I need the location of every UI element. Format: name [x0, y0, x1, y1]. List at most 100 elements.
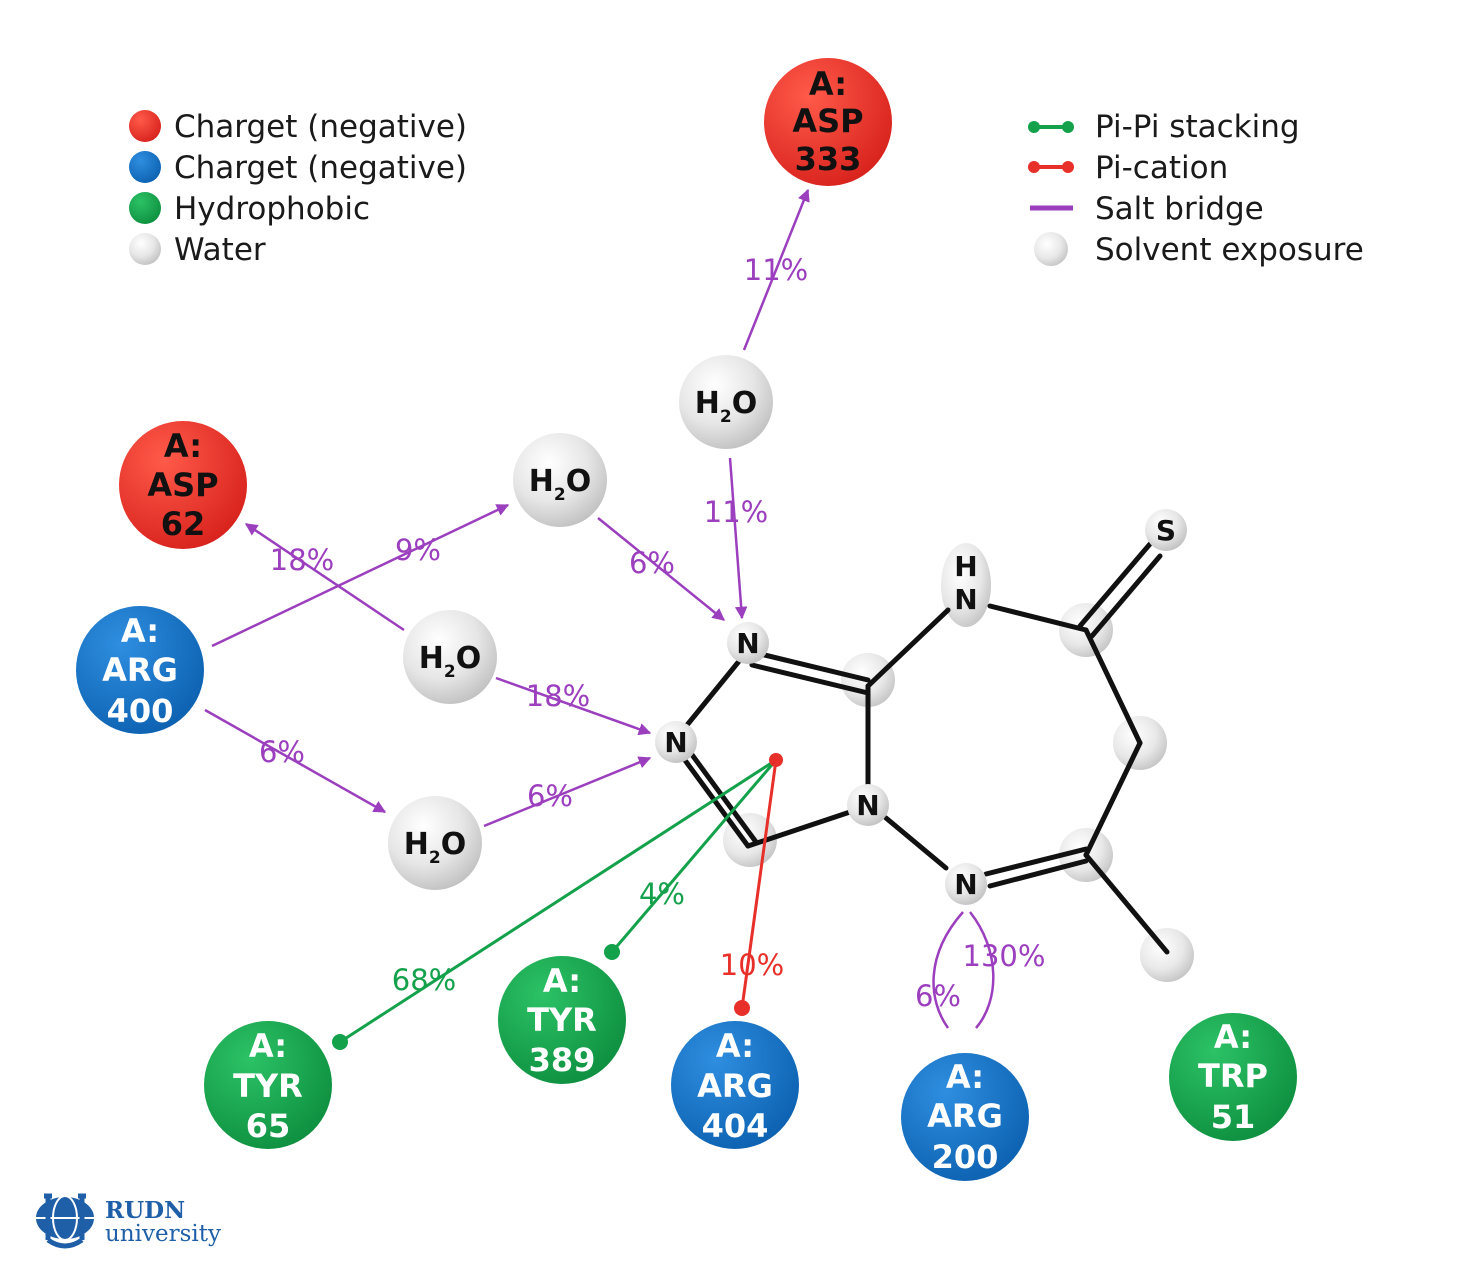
residue-number: 333: [795, 140, 862, 178]
legend-item-water: Water: [129, 232, 266, 268]
residue-number: 404: [702, 1107, 769, 1145]
water-o: O: [456, 641, 482, 676]
logo-line-1: RUDN: [105, 1197, 185, 1224]
pi-pi-endpoint: [332, 1034, 348, 1050]
residue-chain: A:: [946, 1058, 984, 1096]
residue-chain: A:: [543, 962, 581, 1000]
atom-label: N: [954, 868, 977, 901]
residue-number: 62: [161, 505, 206, 543]
residue-arg200: A: ARG 200: [901, 1053, 1029, 1181]
legend-left: Charget (negative) Charget (negative) Hy…: [129, 109, 467, 268]
residue-number: 65: [246, 1107, 291, 1145]
water-molecules: H2O H2O H2O H2O: [388, 355, 773, 890]
residue-number: 51: [1211, 1098, 1256, 1136]
water-o: O: [441, 827, 467, 862]
pi-cation-endpoint: [734, 1000, 750, 1016]
water-middle: H2O: [403, 610, 497, 704]
water-sub: 2: [554, 485, 566, 505]
legend-item-positive: Charget (negative): [129, 150, 467, 186]
legend-label-solvent: Solvent exposure: [1095, 232, 1364, 268]
legend-label-negative: Charget (negative): [174, 109, 467, 145]
residue-name: ARG: [927, 1097, 1003, 1135]
water-h: H: [419, 641, 444, 676]
residue-trp51: A: TRP 51: [1169, 1013, 1297, 1141]
hbond-line: [728, 457, 748, 620]
pct-label: 11%: [704, 495, 768, 529]
residue-tyr389: A: TYR 389: [498, 956, 626, 1084]
pct-label: 6%: [527, 779, 573, 813]
atom-s: S: [1145, 509, 1187, 551]
legend-right: Pi-Pi stacking Pi-cation Salt bridge Sol…: [1028, 109, 1364, 268]
atom-label: H: [954, 550, 977, 583]
legend-label-pi-pi: Pi-Pi stacking: [1095, 109, 1300, 145]
atom-label: N: [856, 789, 879, 822]
water-upper: H2O: [513, 433, 607, 527]
logo-line-2: university: [105, 1221, 221, 1247]
ligand-bonds: [673, 541, 1170, 955]
interaction-lines: [204, 188, 995, 1050]
hbond-line: [597, 517, 725, 621]
legend-item-solvent: Solvent exposure: [1034, 232, 1364, 268]
pct-label: 4%: [639, 877, 685, 911]
atom-n-top: N: [727, 622, 769, 664]
atom-n-left: N: [655, 721, 697, 763]
residue-chain: A:: [121, 612, 159, 650]
atom-label: S: [1156, 514, 1176, 547]
atom-n-bottom: N: [945, 863, 987, 905]
pi-pi-line: [339, 758, 777, 1044]
pct-label: 6%: [259, 735, 305, 769]
atom-label: N: [736, 627, 759, 660]
water-lower: H2O: [388, 796, 482, 890]
salt-bridge-line: [932, 911, 964, 1029]
pct-label: 18%: [526, 679, 590, 713]
legend-item-hydrophobic: Hydrophobic: [129, 191, 370, 227]
residue-number: 200: [932, 1138, 999, 1176]
svg-text:H2O: H2O: [695, 386, 757, 427]
svg-text:H2O: H2O: [419, 641, 481, 682]
hbond-line: [495, 676, 652, 736]
water-top: H2O: [679, 355, 773, 449]
water-o: O: [566, 464, 592, 499]
residue-name: TYR: [527, 1001, 597, 1039]
residue-tyr65: A: TYR 65: [204, 1021, 332, 1149]
residue-name: TRP: [1198, 1057, 1268, 1095]
residue-chain: A:: [164, 427, 202, 465]
pi-pi-endpoint: [604, 944, 620, 960]
residue-arg404: A: ARG 404: [671, 1021, 799, 1149]
residue-asp62: A: ASP 62: [119, 421, 247, 549]
water-sub: 2: [444, 662, 456, 682]
legend-item-pi-pi: Pi-Pi stacking: [1028, 109, 1300, 145]
legend-label-salt-bridge: Salt bridge: [1095, 191, 1264, 227]
residue-chain: A:: [716, 1027, 754, 1065]
ring-centroid: [769, 753, 783, 767]
atom-label: N: [664, 726, 687, 759]
residue-arg400: A: ARG 400: [76, 606, 204, 734]
pi-cation-line: [740, 759, 778, 1009]
water-sub: 2: [429, 848, 441, 868]
legend-label-pi-cation: Pi-cation: [1095, 150, 1228, 186]
residue-name: ARG: [697, 1067, 773, 1105]
residue-asp333: A: ASP 333: [764, 58, 892, 186]
pi-pi-line: [610, 759, 778, 953]
solvent-sphere: [941, 543, 991, 627]
residue-name: ARG: [102, 651, 178, 689]
pct-label: 6%: [915, 979, 961, 1013]
residue-chain: A:: [809, 65, 847, 103]
legend-item-negative: Charget (negative): [129, 109, 467, 145]
legend-dot-negative: [129, 110, 161, 142]
interaction-labels: 11% 11% 9% 6% 18% 18% 6% 6% 68% 4% 10% 1…: [259, 253, 1045, 1013]
water-h: H: [404, 827, 429, 862]
pct-label: 10%: [720, 948, 784, 982]
residue-chain: A:: [249, 1027, 287, 1065]
legend-item-salt-bridge: Salt bridge: [1030, 191, 1264, 227]
legend-label-hydrophobic: Hydrophobic: [174, 191, 370, 227]
pct-label: 11%: [744, 253, 808, 287]
residue-chain: A:: [1214, 1018, 1252, 1056]
solvent-exposure-icon: [1034, 232, 1068, 266]
pct-label: 9%: [395, 533, 441, 567]
residue-number: 400: [107, 692, 174, 730]
salt-bridge-line: [969, 911, 995, 1029]
residue-name: ASP: [147, 466, 218, 504]
ligand-atoms: N N N N H N S: [655, 509, 1187, 905]
